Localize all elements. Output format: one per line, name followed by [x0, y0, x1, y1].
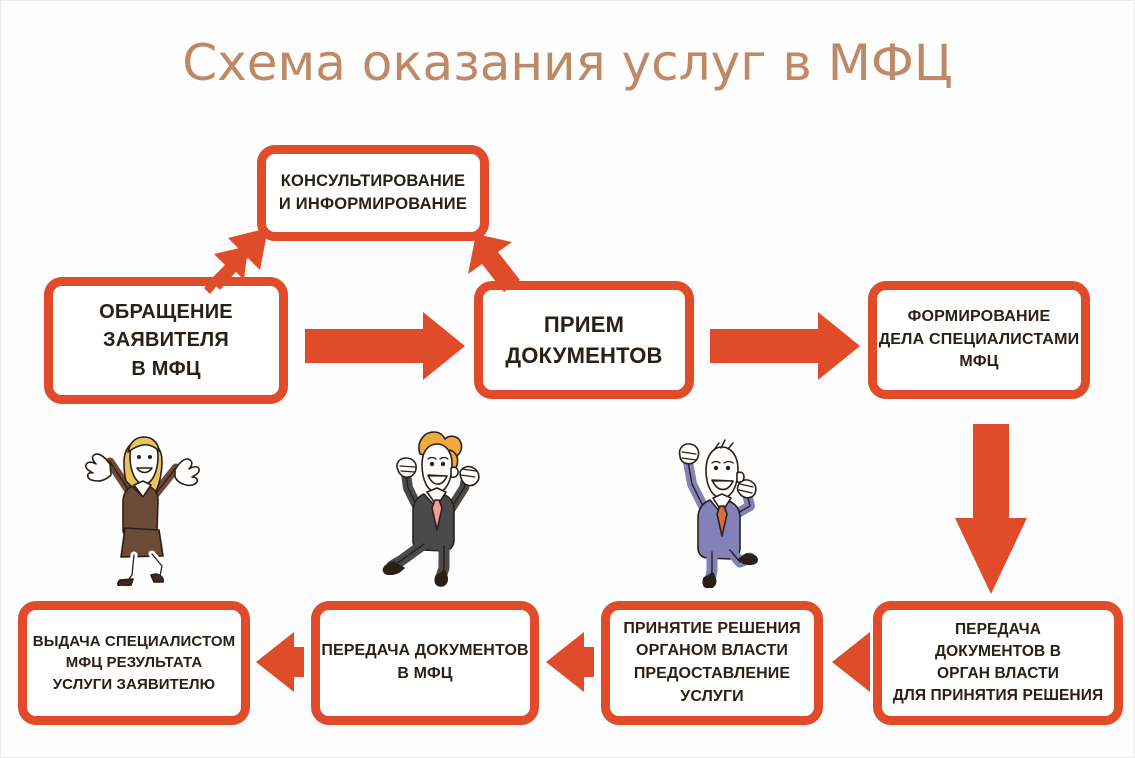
process-box-forming[interactable]: ФОРМИРОВАНИЕ ДЕЛА СПЕЦИАЛИСТАМИ МФЦ — [868, 281, 1090, 399]
process-box-issue-result[interactable]: ВЫДАЧА СПЕЦИАЛИСТОМ МФЦ РЕЗУЛЬТАТА УСЛУГ… — [18, 601, 250, 725]
arrow-head — [256, 632, 294, 692]
arrow-head — [832, 632, 870, 692]
process-box-transfer-to-authority[interactable]: ПЕРЕДАЧА ДОКУМЕНТОВ В ОРГАН ВЛАСТИ ДЛЯ П… — [873, 601, 1123, 725]
process-box-reception-label: ПРИЕМ ДОКУМЕНТОВ — [505, 311, 663, 368]
celebrating-man-illustration — [372, 428, 500, 588]
celebrating-woman-illustration — [80, 428, 204, 588]
arrow-head — [546, 632, 584, 692]
process-box-decision[interactable]: ПРИНЯТИЕ РЕШЕНИЯ ОРГАНОМ ВЛАСТИ ПРЕДОСТА… — [601, 601, 823, 725]
arrow-shaft — [305, 329, 423, 363]
arrow-left-icon — [256, 632, 304, 692]
celebrating-man-illustration — [658, 428, 784, 589]
process-box-consultation[interactable]: КОНСУЛЬТИРОВАНИЕ И ИНФОРМИРОВАНИЕ — [257, 145, 489, 241]
arrow-right-icon — [710, 312, 860, 380]
page-title: Схема оказания услуг в МФЦ — [182, 34, 953, 92]
arrow-head — [955, 518, 1027, 594]
arrow-down-icon — [955, 424, 1027, 594]
process-box-transfer-to-mfc-label: ПЕРЕДАЧА ДОКУМЕНТОВ В МФЦ — [321, 642, 529, 682]
arrow-right-icon — [305, 312, 465, 380]
arrow-left-icon — [832, 632, 870, 692]
arrow-shaft — [710, 329, 818, 363]
arrow-shaft — [973, 424, 1009, 520]
arrow-shaft — [584, 647, 594, 677]
arrow-left-icon — [546, 632, 594, 692]
process-box-transfer-to-authority-label: ПЕРЕДАЧА ДОКУМЕНТОВ В ОРГАН ВЛАСТИ ДЛЯ П… — [892, 621, 1104, 704]
process-box-issue-result-label: ВЫДАЧА СПЕЦИАЛИСТОМ МФЦ РЕЗУЛЬТАТА УСЛУГ… — [32, 633, 236, 693]
arrow-shaft — [294, 647, 304, 677]
process-box-forming-label: ФОРМИРОВАНИЕ ДЕЛА СПЕЦИАЛИСТАМИ МФЦ — [878, 307, 1080, 371]
arrow-up-right-icon — [196, 218, 286, 294]
process-box-appeal[interactable]: ОБРАЩЕНИЕ ЗАЯВИТЕЛЯ В МФЦ — [44, 277, 288, 404]
process-box-appeal-label: ОБРАЩЕНИЕ ЗАЯВИТЕЛЯ В МФЦ — [99, 300, 233, 380]
process-box-reception[interactable]: ПРИЕМ ДОКУМЕНТОВ — [474, 281, 694, 399]
arrow-down-right-icon — [458, 222, 548, 298]
process-box-consultation-label: КОНСУЛЬТИРОВАНИЕ И ИНФОРМИРОВАНИЕ — [278, 171, 468, 213]
arrow-head — [818, 312, 860, 380]
arrow-head — [423, 312, 465, 380]
process-box-decision-label: ПРИНЯТИЕ РЕШЕНИЯ ОРГАНОМ ВЛАСТИ ПРЕДОСТА… — [623, 619, 801, 705]
process-box-transfer-to-mfc[interactable]: ПЕРЕДАЧА ДОКУМЕНТОВ В МФЦ — [311, 601, 539, 725]
